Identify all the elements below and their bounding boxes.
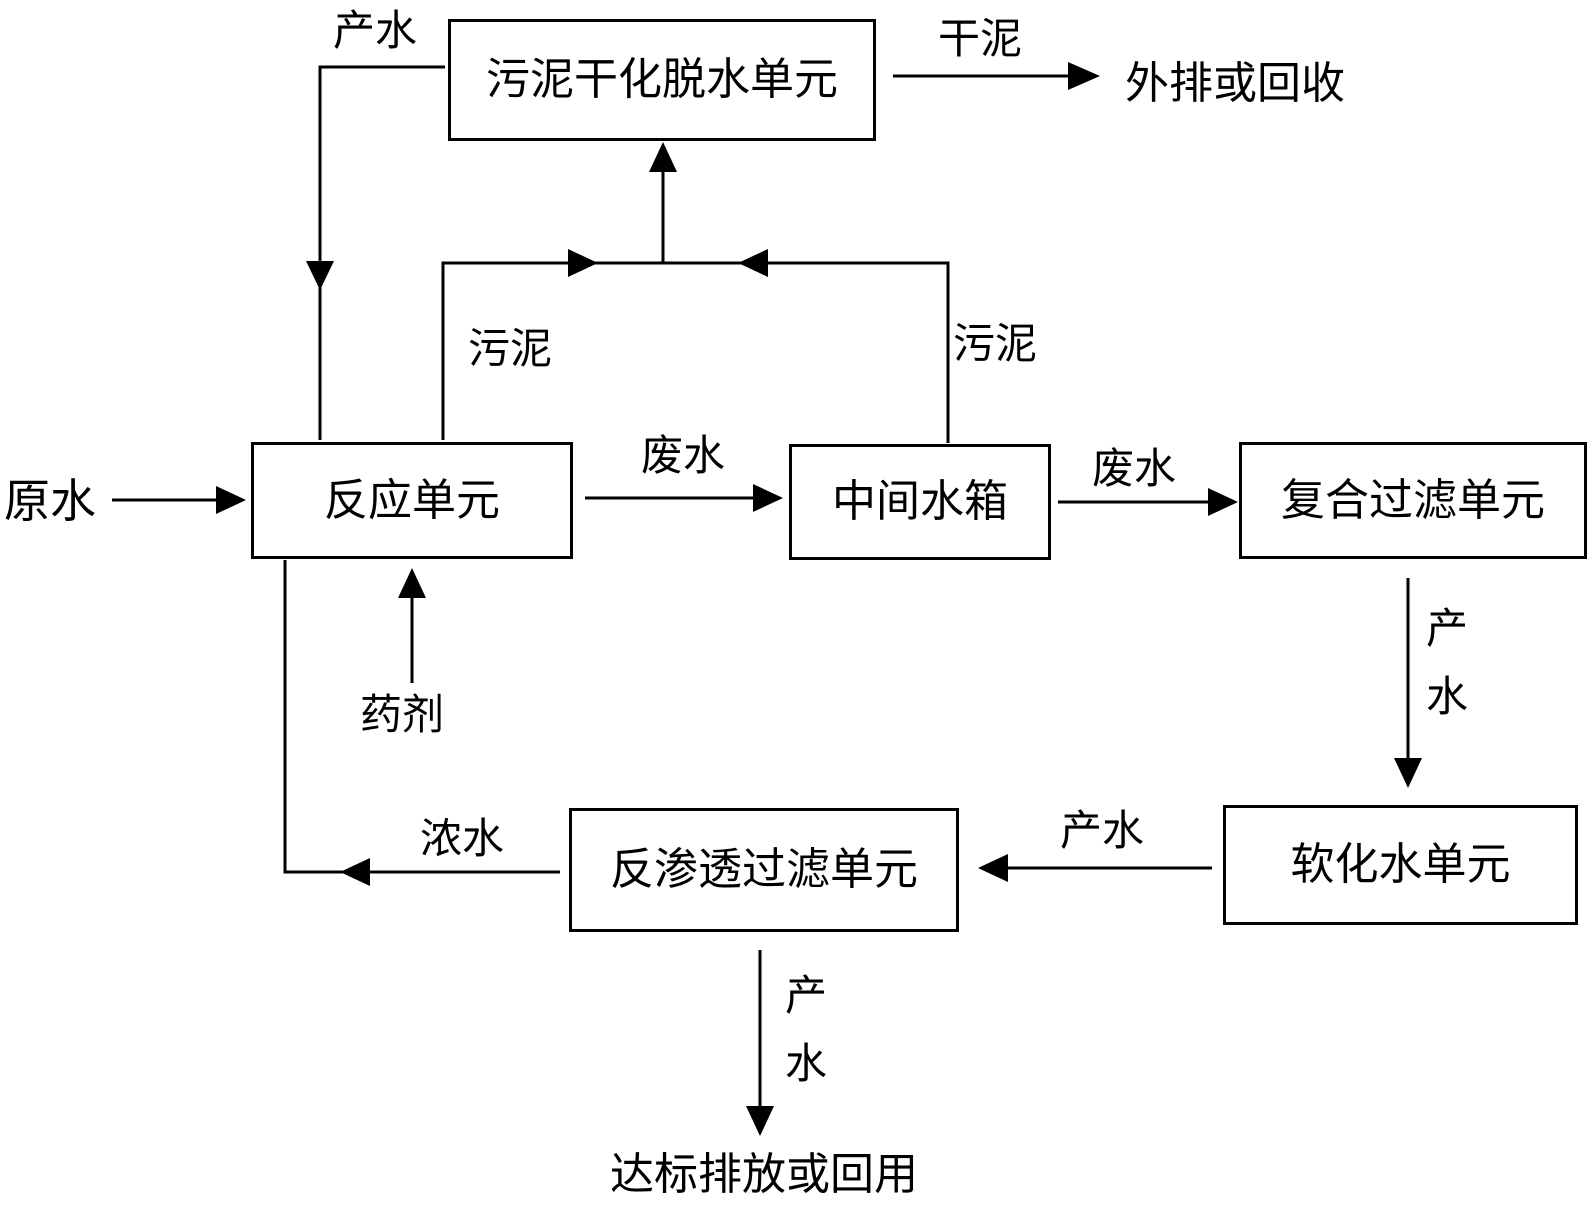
intermediate-tank-box: 中间水箱 [789,444,1051,560]
product-water-bottom-char-2: 水 [784,1039,827,1088]
arrow-left-to-ro [978,854,1008,882]
arrow-right-wastewater-1 [753,484,783,512]
product-water-label-top: 产水 [333,6,418,55]
arrow-right-wastewater-2 [1208,488,1238,516]
product-water-label-bottom: 产 水 [783,975,829,1085]
product-water-label-right: 产 水 [1424,608,1470,718]
wastewater-label-1: 废水 [641,431,726,480]
discharge-or-recycle-label: 外排或回收 [1125,58,1345,109]
intermediate-tank-label: 中间水箱 [832,476,1008,527]
product-water-label-mid: 产水 [1060,806,1145,855]
composite-filter-unit-label: 复合过滤单元 [1281,474,1545,526]
sludge-label-right: 污泥 [953,319,1038,368]
final-output-label: 达标排放或回用 [610,1149,918,1200]
sludge-dewatering-unit-box: 污泥干化脱水单元 [448,19,876,141]
reverse-osmosis-unit-box: 反渗透过滤单元 [569,808,959,932]
chemicals-label: 药剂 [360,690,445,739]
arrow-right-sludge [568,249,598,277]
sludge-label-left: 污泥 [468,324,553,373]
softening-unit-box: 软化水单元 [1223,805,1578,925]
product-water-bottom-char-1: 产 [784,971,827,1020]
softening-unit-label: 软化水单元 [1290,839,1511,890]
arrow-left-concentrate [340,858,370,886]
reaction-unit-box: 反应单元 [251,442,573,559]
concentrate-line [283,560,560,874]
concentrate-label: 浓水 [420,814,505,863]
reverse-osmosis-unit-label: 反渗透过滤单元 [610,844,918,895]
wastewater-label-2: 废水 [1092,444,1177,493]
raw-water-label: 原水 [4,474,96,528]
product-water-right-char-2: 水 [1425,672,1468,721]
sludge-from-tank-line [663,261,950,443]
sludge-dewatering-unit-label: 污泥干化脱水单元 [486,54,838,105]
composite-filter-unit-box: 复合过滤单元 [1239,442,1587,559]
reaction-unit-label: 反应单元 [324,474,500,526]
arrow-up-chemicals [398,568,426,598]
arrow-down-to-reaction [306,261,334,290]
arrow-down-to-softening [1394,758,1422,788]
arrow-down-final [746,1106,774,1136]
product-water-return-line [318,65,445,440]
arrow-left-sludge [738,249,768,277]
arrow-right-dry-sludge [1068,62,1100,90]
arrow-right-raw-water [216,486,246,514]
dry-sludge-label: 干泥 [938,14,1023,63]
product-water-right-char-1: 产 [1425,604,1468,653]
arrow-up-to-dewatering [649,142,677,172]
